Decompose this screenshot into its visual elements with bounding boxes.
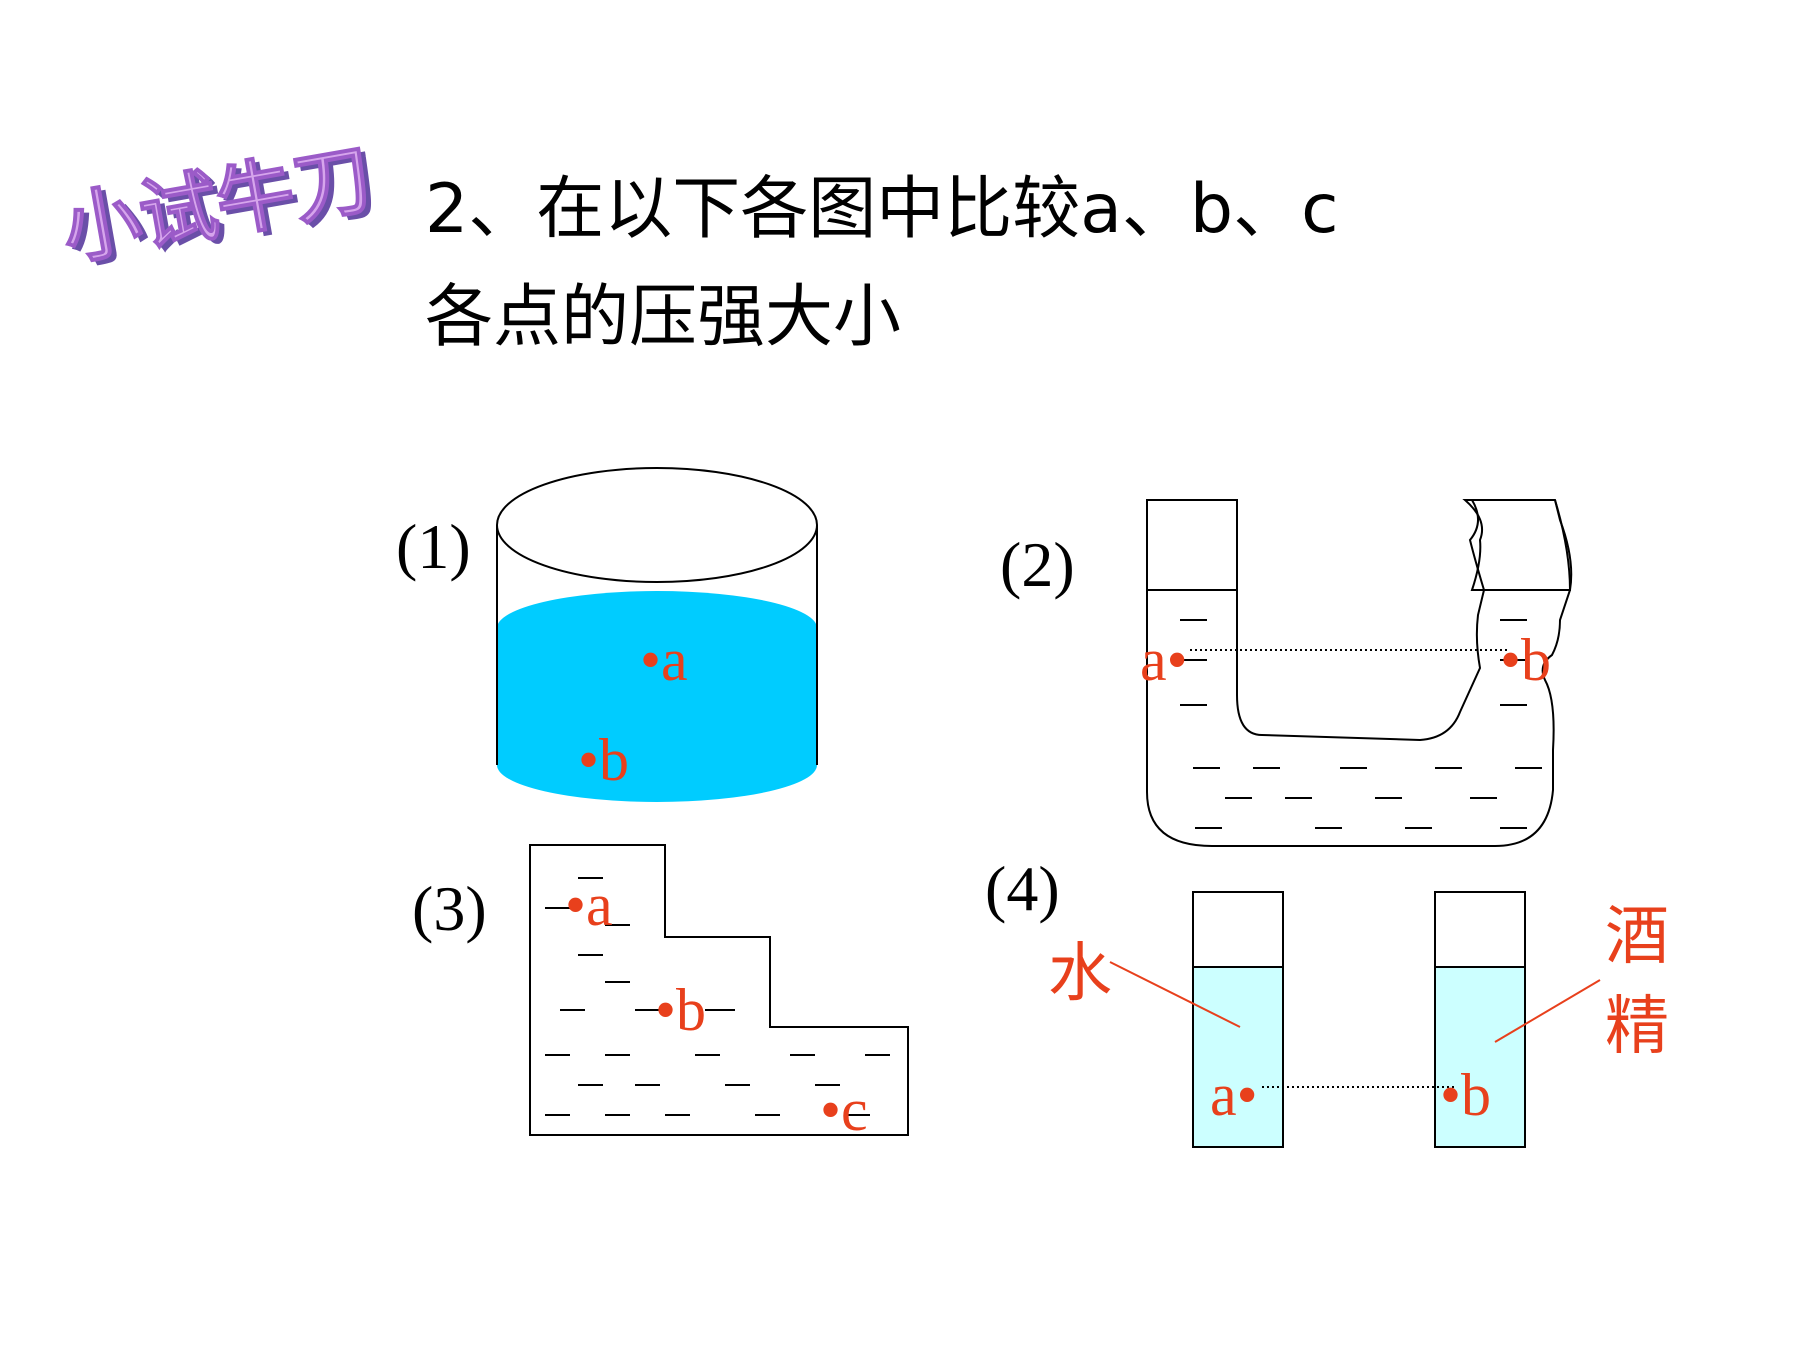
- tube-right: [1434, 891, 1526, 1148]
- page-title-line1: 2、在以下各图中比较a、b、c: [425, 170, 1339, 249]
- cylinder-rim: [496, 467, 818, 583]
- figure-4: (4) 水 酒 精 a• •b: [985, 853, 1669, 1148]
- water-surface: [497, 591, 817, 665]
- tube-left: [1192, 891, 1284, 1148]
- figure-3-label: (3): [412, 873, 487, 944]
- figure-1-label: (1): [396, 511, 471, 582]
- liquid-alcohol-label-2: 精: [1605, 991, 1669, 1062]
- figure-3: (3) •a •b •c: [412, 844, 909, 1143]
- liquid-alcohol-label-1: 酒: [1605, 901, 1669, 972]
- leader-water: [1109, 961, 1241, 1028]
- point-b-label: •b: [655, 977, 706, 1043]
- figure-4-label: (4): [985, 853, 1060, 924]
- u-tube-left-top: [1146, 499, 1238, 591]
- point-b-label: •b: [1440, 1062, 1491, 1128]
- point-b-label: •b: [1500, 627, 1551, 693]
- figure-1: (1) •a •b: [396, 467, 818, 802]
- point-c-label: •c: [820, 1077, 868, 1143]
- u-tube-right-top: [1462, 499, 1572, 591]
- liquid-dashes: [545, 877, 890, 1116]
- u-tube-outer: [1146, 499, 1573, 847]
- cylinder-water: [497, 628, 817, 802]
- leader-alcohol: [1494, 979, 1601, 1043]
- liquid-dashes: [1180, 619, 1542, 829]
- point-b-label: •b: [578, 727, 629, 793]
- page-title-line2: 各点的压强大小: [425, 278, 901, 357]
- point-a-label: •a: [640, 627, 688, 693]
- point-a-label: a•: [1210, 1062, 1258, 1128]
- point-a-label: a•: [1140, 627, 1188, 693]
- figure-2-label: (2): [1000, 529, 1075, 600]
- stepped-container: [529, 844, 909, 1136]
- u-tube-inner: [1236, 499, 1486, 742]
- tube-right-liquid: [1435, 967, 1525, 1147]
- liquid-water-label: 水: [1048, 938, 1112, 1009]
- figure-2: (2): [1000, 499, 1573, 847]
- point-a-label: •a: [565, 872, 613, 938]
- wordart-title: 小试牛刀 小试牛刀: [55, 133, 384, 281]
- tube-left-liquid: [1193, 967, 1283, 1147]
